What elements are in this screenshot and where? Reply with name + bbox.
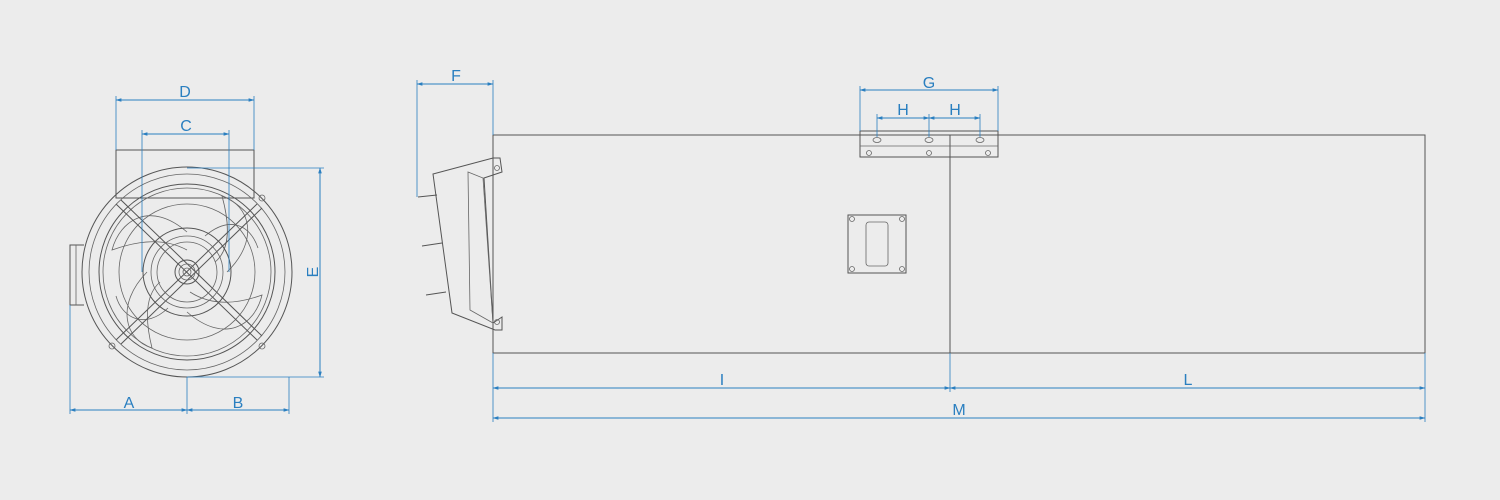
inlet-guard	[432, 157, 503, 331]
dim-label-f: F	[451, 68, 461, 85]
side-body	[492, 134, 1426, 354]
dim-label-h-left: H	[897, 102, 909, 119]
side-dimensions: F G H H I L M	[416, 68, 1426, 422]
dim-label-i: I	[720, 372, 724, 389]
front-view	[69, 149, 293, 378]
front-side-box	[69, 244, 84, 306]
guard-wires	[417, 194, 447, 296]
dim-label-e: E	[305, 267, 322, 278]
dim-label-h-right: H	[949, 102, 961, 119]
side-view	[417, 130, 1426, 354]
dim-label-l: L	[1184, 372, 1193, 389]
front-top-housing	[115, 149, 255, 199]
dim-label-g: G	[923, 75, 935, 92]
fan-blades	[111, 195, 263, 349]
junction-box	[847, 214, 907, 274]
fan-hub	[142, 227, 232, 317]
dim-label-c: C	[180, 118, 192, 135]
dim-label-a: A	[124, 395, 135, 412]
fan-guard	[115, 199, 263, 345]
dim-label-d: D	[179, 84, 191, 101]
dim-label-m: M	[952, 402, 965, 419]
dim-label-b: B	[233, 395, 244, 412]
front-dimensions: D C E A B	[69, 84, 324, 414]
